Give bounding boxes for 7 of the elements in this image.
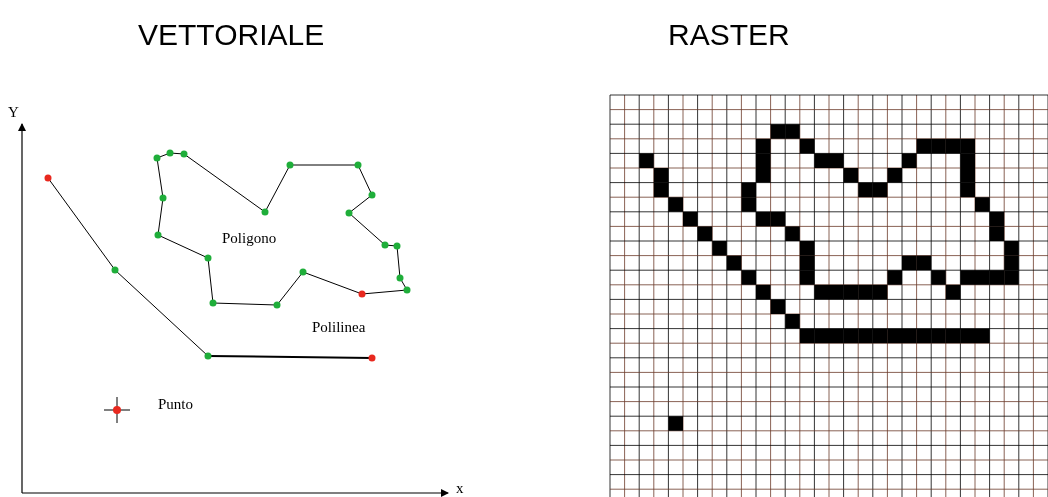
axis-label: Y <box>8 105 19 120</box>
panel-title: RASTER <box>668 20 790 50</box>
axis-label: x <box>456 481 464 496</box>
shape-label: Punto <box>158 397 193 412</box>
shape-label: Polilinea <box>312 320 366 335</box>
shape-label: Poligono <box>222 231 277 246</box>
panel-title: VETTORIALE <box>138 20 325 50</box>
